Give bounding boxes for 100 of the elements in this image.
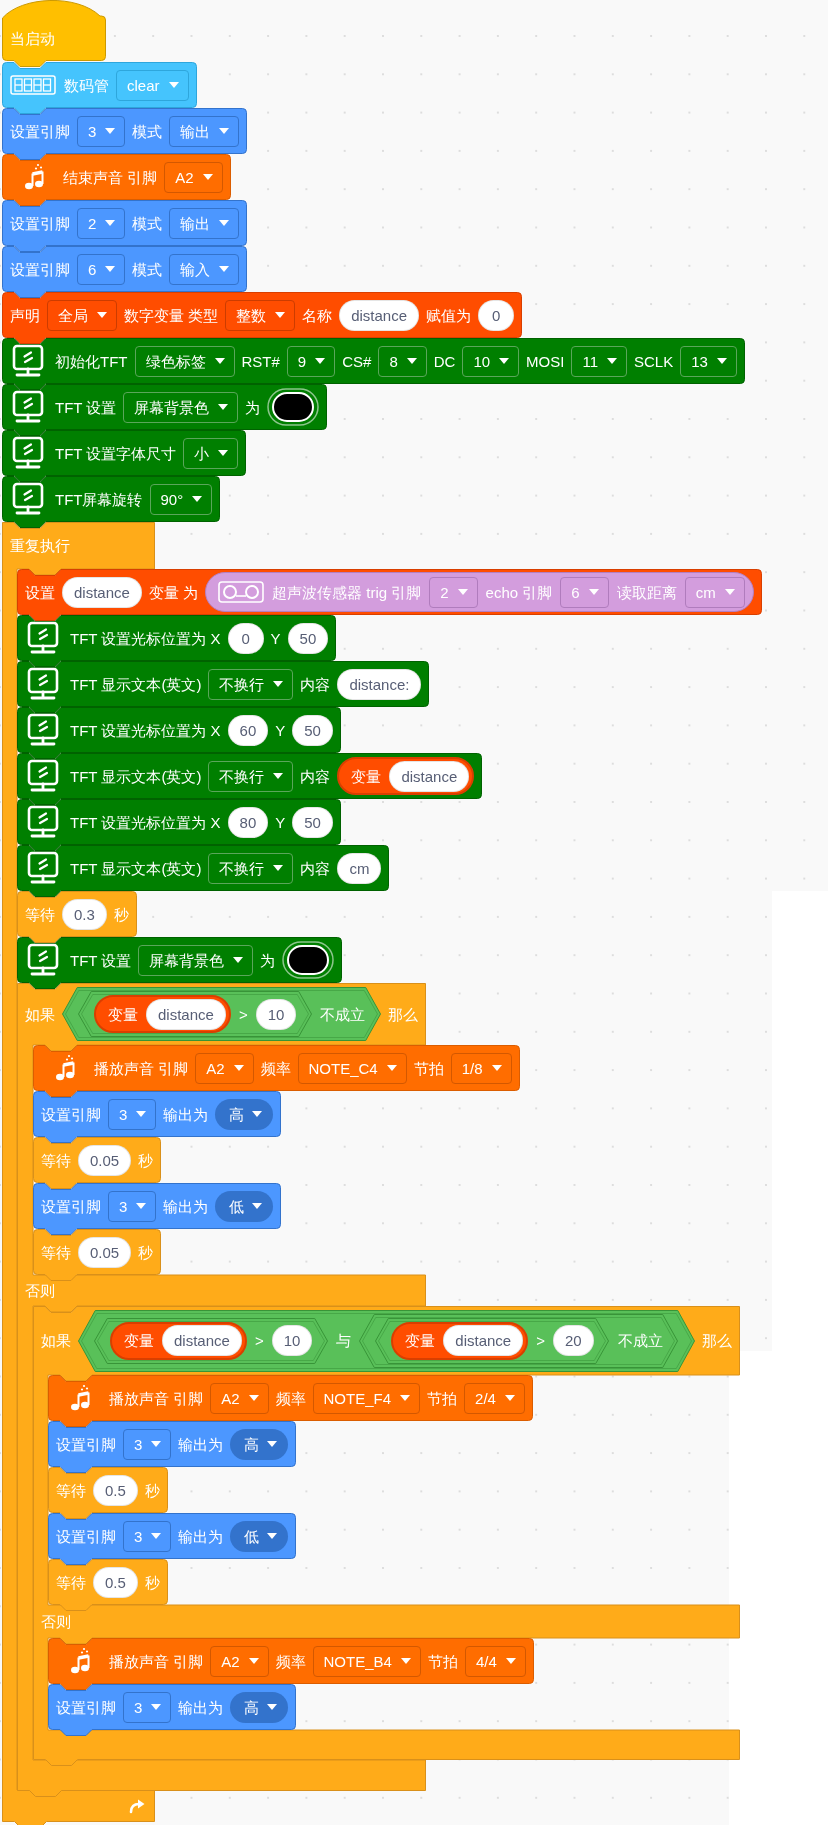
block-label: 节拍 bbox=[427, 1390, 458, 1406]
block-label: 秒 bbox=[138, 1244, 154, 1260]
block-label: 等待 bbox=[56, 1482, 86, 1498]
dropdown: 小 bbox=[183, 437, 239, 469]
dropdown: A2 bbox=[210, 1645, 269, 1677]
block-label: 否则 bbox=[25, 1283, 55, 1298]
variable-reporter bbox=[337, 757, 475, 795]
block-label: 那么 bbox=[388, 1006, 419, 1022]
block-label: 设置引脚 bbox=[56, 1528, 116, 1544]
block-label: 秒 bbox=[113, 906, 129, 922]
dropdown: 整数 bbox=[225, 299, 296, 331]
block-label: 输出为 bbox=[163, 1106, 209, 1122]
block-label: 声明 bbox=[10, 307, 40, 323]
block-label: 变量 bbox=[405, 1333, 436, 1348]
block-label: 设置引脚 bbox=[41, 1198, 101, 1214]
hat-block bbox=[2, 0, 106, 67]
variable-reporter bbox=[391, 1321, 529, 1360]
block-label: 输出为 bbox=[178, 1528, 224, 1544]
block-label: 内容 bbox=[300, 860, 331, 876]
dropdown: 11 bbox=[571, 345, 627, 377]
block-label: 等待 bbox=[41, 1152, 71, 1168]
dropdown: 输出 bbox=[169, 115, 240, 147]
block-label: 设置引脚 bbox=[10, 123, 70, 139]
dropdown: 8 bbox=[378, 345, 427, 377]
block-label: 播放声音 引脚 bbox=[109, 1653, 204, 1669]
condition-hexagon bbox=[375, 1317, 610, 1364]
block-label: 等待 bbox=[56, 1574, 86, 1590]
dropdown: 3 bbox=[108, 1190, 157, 1222]
block-label: TFT屏幕旋转 bbox=[55, 491, 143, 507]
dropdown: 1/8 bbox=[450, 1052, 512, 1084]
block-label: 频率 bbox=[275, 1390, 306, 1406]
block-label: 播放声音 引脚 bbox=[94, 1060, 189, 1076]
block-label: 设置引脚 bbox=[10, 215, 70, 231]
condition-hexagon bbox=[359, 1313, 679, 1368]
block-label: 模式 bbox=[132, 215, 163, 231]
block-label: TFT 显示文本(英文) bbox=[70, 768, 202, 784]
block-label: > bbox=[254, 1333, 264, 1348]
block-label: 模式 bbox=[132, 261, 163, 277]
dropdown: 不换行 bbox=[208, 760, 294, 792]
dropdown: 3 bbox=[77, 115, 126, 147]
block-label: 设置引脚 bbox=[41, 1106, 101, 1122]
block-label: MOSI bbox=[526, 353, 565, 369]
block-label: 秒 bbox=[144, 1482, 160, 1498]
block-label: 与 bbox=[336, 1333, 352, 1348]
variable-reporter bbox=[94, 995, 231, 1033]
dropdown: cm bbox=[684, 576, 745, 608]
dropdown: 4/4 bbox=[464, 1645, 526, 1677]
block-label: 秒 bbox=[138, 1152, 154, 1168]
block-label: SCLK bbox=[634, 353, 674, 369]
dropdown: 2 bbox=[429, 576, 478, 608]
text-input: distance bbox=[162, 1325, 242, 1356]
block-label: 读取距离 bbox=[616, 584, 677, 600]
dropdown: 9 bbox=[286, 345, 336, 377]
dropdown: 10 bbox=[462, 345, 520, 377]
block-label: > bbox=[536, 1333, 545, 1348]
text-input: distance bbox=[146, 998, 226, 1030]
block-label: RST# bbox=[241, 353, 280, 369]
dropdown: 6 bbox=[560, 576, 609, 608]
variable-reporter bbox=[110, 1321, 247, 1360]
dropdown: A2 bbox=[164, 161, 223, 193]
block-label: 变量 bbox=[124, 1333, 154, 1348]
sensor-reporter bbox=[205, 572, 754, 612]
if-else-block bbox=[33, 1306, 740, 1766]
block-label: 那么 bbox=[701, 1333, 732, 1348]
block-label: 否则 bbox=[41, 1614, 71, 1629]
block-label: TFT 设置 bbox=[70, 952, 132, 968]
block-label: 名称 bbox=[302, 307, 333, 323]
block-label: 频率 bbox=[275, 1653, 306, 1669]
block-label: 重复执行 bbox=[10, 538, 70, 553]
text-input: distance bbox=[443, 1325, 524, 1356]
dropdown: 13 bbox=[680, 345, 737, 377]
dropdown: 2/4 bbox=[464, 1382, 525, 1414]
block-label: Y bbox=[270, 630, 281, 646]
dropdown: NOTE_C4 bbox=[297, 1052, 407, 1084]
dropdown: 屏幕背景色 bbox=[138, 944, 254, 976]
block-label: 频率 bbox=[260, 1060, 291, 1076]
block-label: echo 引脚 bbox=[485, 584, 553, 600]
block-label: 初始化TFT bbox=[55, 353, 128, 369]
block-label: 如果 bbox=[25, 1006, 55, 1022]
block-label: TFT 设置光标位置为 X bbox=[70, 630, 221, 646]
dropdown: 不换行 bbox=[208, 852, 294, 884]
block-label: 等待 bbox=[25, 906, 55, 922]
dropdown: 输入 bbox=[169, 253, 240, 285]
block-label: > bbox=[238, 1006, 248, 1022]
block-label: 输出为 bbox=[163, 1198, 209, 1214]
block-label: 赋值为 bbox=[426, 307, 472, 323]
block-label: Y bbox=[275, 722, 286, 738]
dropdown: A2 bbox=[210, 1382, 269, 1414]
block-label: TFT 设置字体尺寸 bbox=[55, 445, 177, 461]
block-label: 为 bbox=[260, 952, 276, 968]
dropdown: 输出 bbox=[169, 207, 240, 239]
block-label: 节拍 bbox=[427, 1653, 458, 1669]
dropdown: 3 bbox=[123, 1691, 172, 1723]
block-label: 输出为 bbox=[178, 1699, 224, 1715]
dropdown: clear bbox=[116, 69, 189, 101]
dropdown: 全局 bbox=[47, 299, 117, 331]
block-label: 数码管 bbox=[64, 77, 109, 93]
block-label: TFT 显示文本(英文) bbox=[70, 676, 202, 692]
dropdown: 绿色标签 bbox=[134, 345, 235, 377]
block-label: 设置引脚 bbox=[10, 261, 70, 277]
